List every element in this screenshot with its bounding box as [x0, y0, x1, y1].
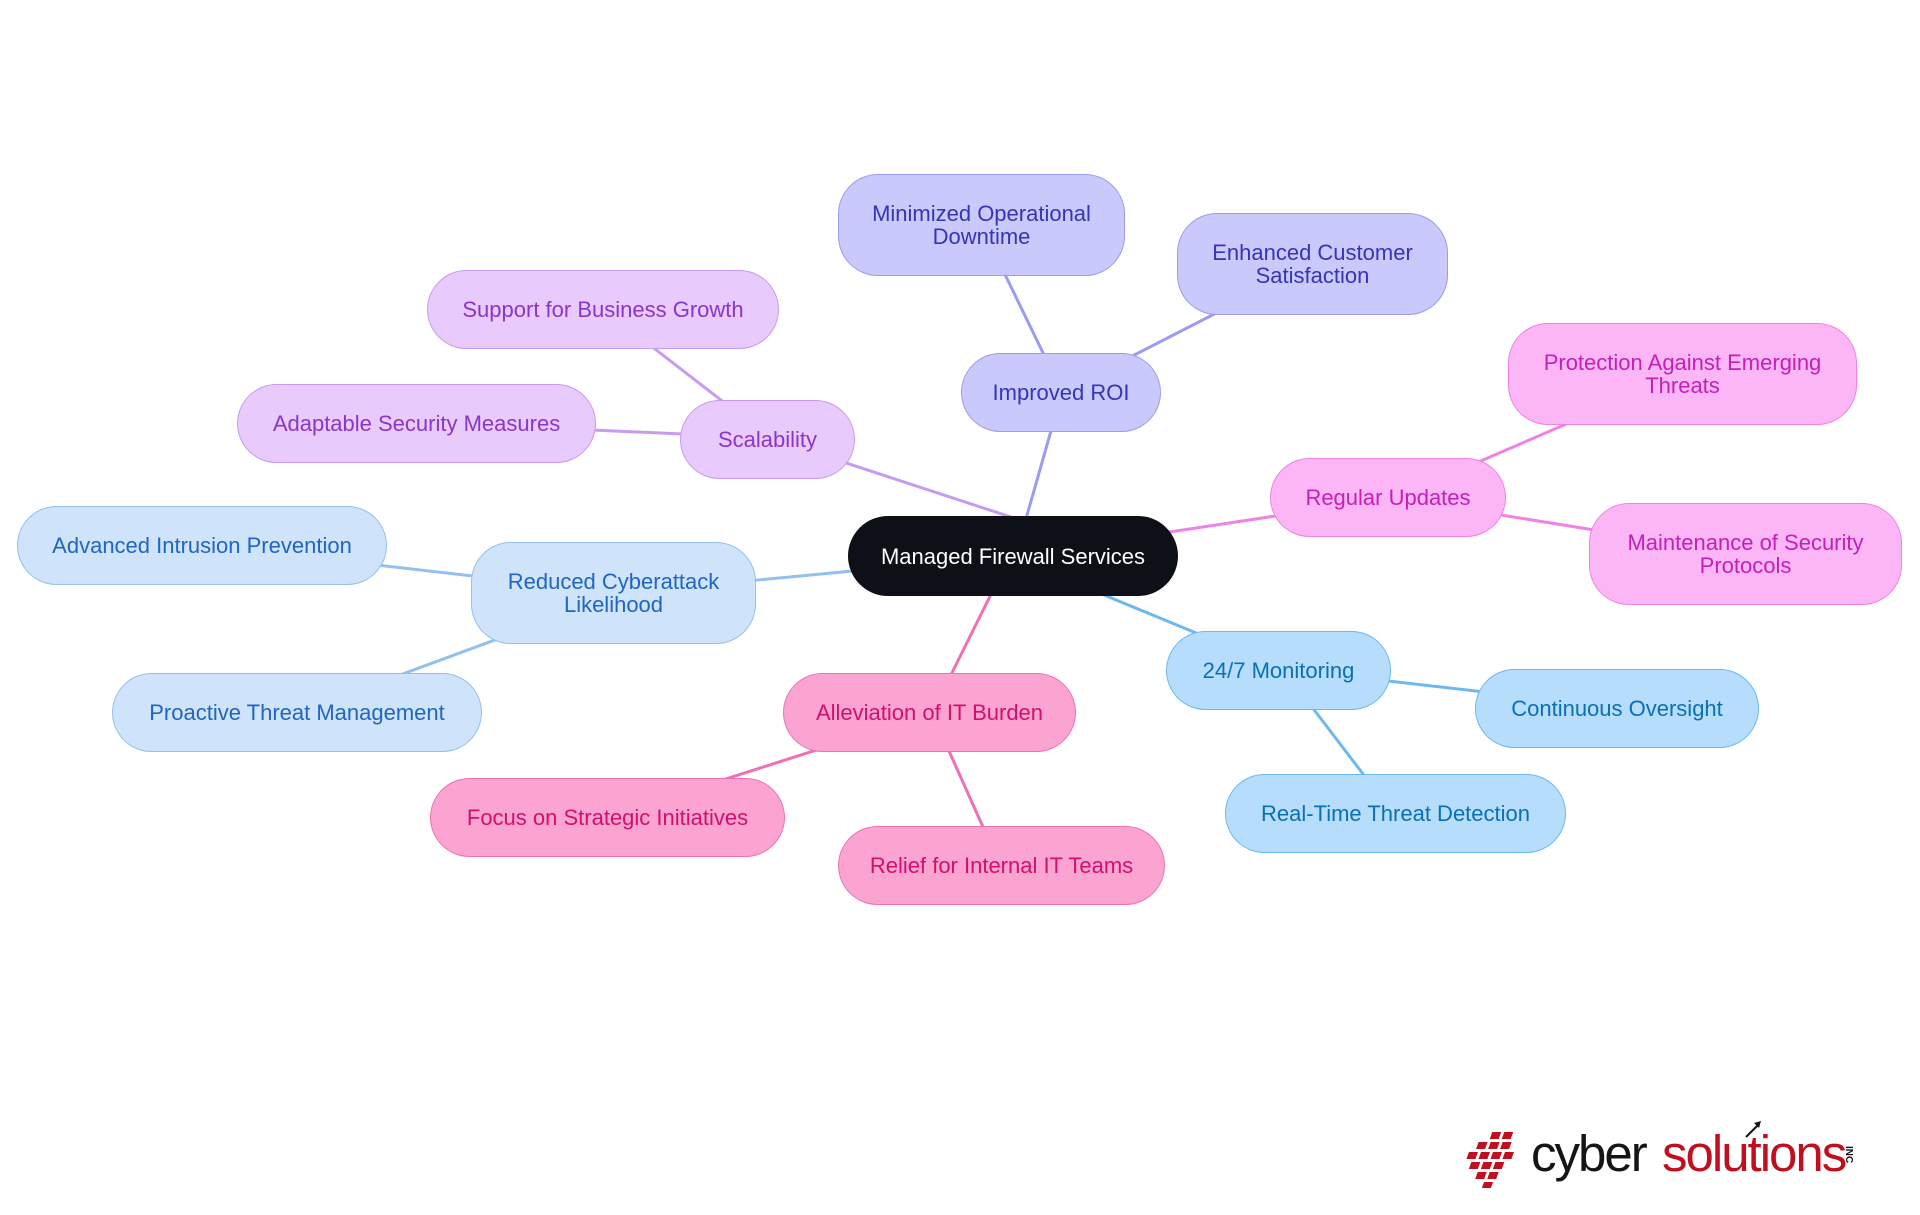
- leaf-node-realtime-detection[interactable]: Real-Time Threat Detection: [1225, 774, 1566, 853]
- leaf-node-security-protocols[interactable]: Maintenance of Security Protocols: [1589, 503, 1902, 605]
- leaf-node-intrusion-prevention[interactable]: Advanced Intrusion Prevention: [17, 506, 387, 585]
- leaf-node-support-business-growth[interactable]: Support for Business Growth: [427, 270, 779, 349]
- branch-node-cyberattack-likelihood[interactable]: Reduced Cyberattack Likelihood: [471, 542, 756, 644]
- logo-text-cyber: cyber: [1531, 1125, 1648, 1182]
- logo-mark-icon: [1466, 1132, 1514, 1188]
- logo-text-solutions: solutions: [1662, 1125, 1847, 1182]
- leaf-node-strategic-initiatives[interactable]: Focus on Strategic Initiatives: [430, 778, 785, 857]
- leaf-node-minimized-downtime[interactable]: Minimized Operational Downtime: [838, 174, 1125, 276]
- branch-node-regular-updates[interactable]: Regular Updates: [1270, 458, 1506, 537]
- leaf-node-relief-it-teams[interactable]: Relief for Internal IT Teams: [838, 826, 1165, 905]
- branch-node-scalability[interactable]: Scalability: [680, 400, 855, 479]
- leaf-node-adaptable-security[interactable]: Adaptable Security Measures: [237, 384, 596, 463]
- root-node[interactable]: Managed Firewall Services: [848, 516, 1178, 596]
- branch-node-monitoring[interactable]: 24/7 Monitoring: [1166, 631, 1391, 710]
- branch-node-it-burden[interactable]: Alleviation of IT Burden: [783, 673, 1076, 752]
- leaf-node-continuous-oversight[interactable]: Continuous Oversight: [1475, 669, 1759, 748]
- leaf-node-proactive-threat[interactable]: Proactive Threat Management: [112, 673, 482, 752]
- cybersolutions-logo: cyber solutions INC: [1463, 1118, 1883, 1198]
- logo-inc-suffix: INC: [1843, 1146, 1854, 1164]
- logo-arrow-icon: [1745, 1121, 1761, 1138]
- branch-node-improved-roi[interactable]: Improved ROI: [961, 353, 1161, 432]
- leaf-node-enhanced-satisfaction[interactable]: Enhanced Customer Satisfaction: [1177, 213, 1448, 315]
- leaf-node-emerging-threats[interactable]: Protection Against Emerging Threats: [1508, 323, 1857, 425]
